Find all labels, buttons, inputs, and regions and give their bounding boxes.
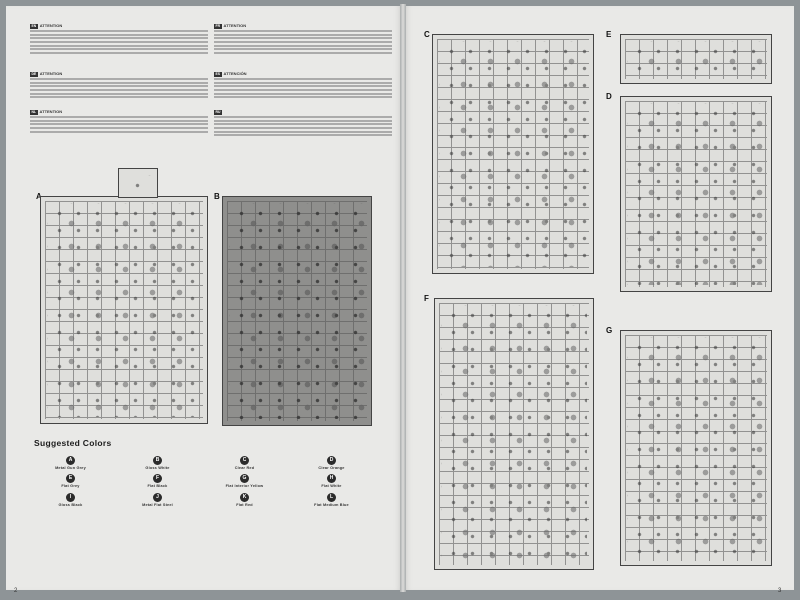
sprue-label-c: C [424, 30, 430, 39]
sprue-b [222, 196, 372, 426]
warning-lang: DE [30, 72, 38, 77]
color-code: J [153, 492, 162, 502]
color-name: Flat Interior Yellow [225, 484, 264, 489]
warning-title: ATTENTION [39, 23, 63, 28]
sprue-label-e: E [606, 30, 612, 39]
sprue-g [620, 330, 772, 566]
color-code: B [153, 456, 162, 465]
sprue-label-d: D [606, 92, 612, 101]
warning-lang: ES [214, 72, 222, 77]
warning-title: ATTENCIÓN [223, 71, 247, 76]
color-code: D [327, 456, 336, 465]
color-name: Clear Orange [318, 466, 345, 470]
color-name: Flat White [321, 484, 342, 489]
suggested-colors-title: Suggested Colors [34, 438, 112, 448]
warning-lang: RU [214, 110, 222, 115]
color-code: F [153, 474, 162, 484]
sprue-label-a: A [36, 192, 42, 201]
color-name: Gloss Black [58, 502, 83, 507]
color-code: C [240, 456, 249, 465]
warning-lang: FR [214, 24, 222, 29]
color-name: Metal Gun Grey [55, 466, 86, 470]
sprue-d [620, 96, 772, 292]
color-name: Flat Black [147, 484, 168, 489]
color-code: H [327, 474, 336, 484]
sprue-a [40, 196, 208, 424]
sprue-a-top-tab [118, 168, 158, 198]
color-name: Gloss White [145, 466, 170, 470]
color-name: Flat Red [236, 502, 253, 507]
sprue-c [432, 34, 594, 274]
warning-title: ATTENTION [39, 109, 63, 114]
page-number-right: 3 [778, 588, 782, 594]
color-name: Metal Flat Steel [142, 502, 173, 507]
color-name: Flat Grey [61, 484, 80, 489]
color-code: A [66, 456, 75, 465]
color-code: G [240, 474, 249, 484]
color-name: Flat Medium Blue [314, 502, 349, 507]
color-code: I [66, 492, 75, 502]
page-number-left: 2 [14, 588, 18, 594]
color-code: K [240, 492, 249, 502]
color-code: E [66, 474, 75, 484]
warning-lang: NL [30, 110, 38, 115]
warning-block-ru: RU [214, 110, 392, 138]
warning-title: ATTENTION [39, 71, 63, 76]
warning-title: ATTENTION [223, 23, 247, 28]
color-name: Clear Red [234, 466, 255, 470]
sprue-f [434, 298, 594, 570]
sprue-e [620, 34, 772, 84]
sprue-label-f: F [424, 294, 429, 303]
warning-lang: EN [30, 24, 38, 29]
sprue-label-g: G [606, 326, 613, 335]
sprue-label-b: B [214, 192, 220, 201]
color-code: L [327, 492, 336, 502]
spine [400, 4, 406, 592]
